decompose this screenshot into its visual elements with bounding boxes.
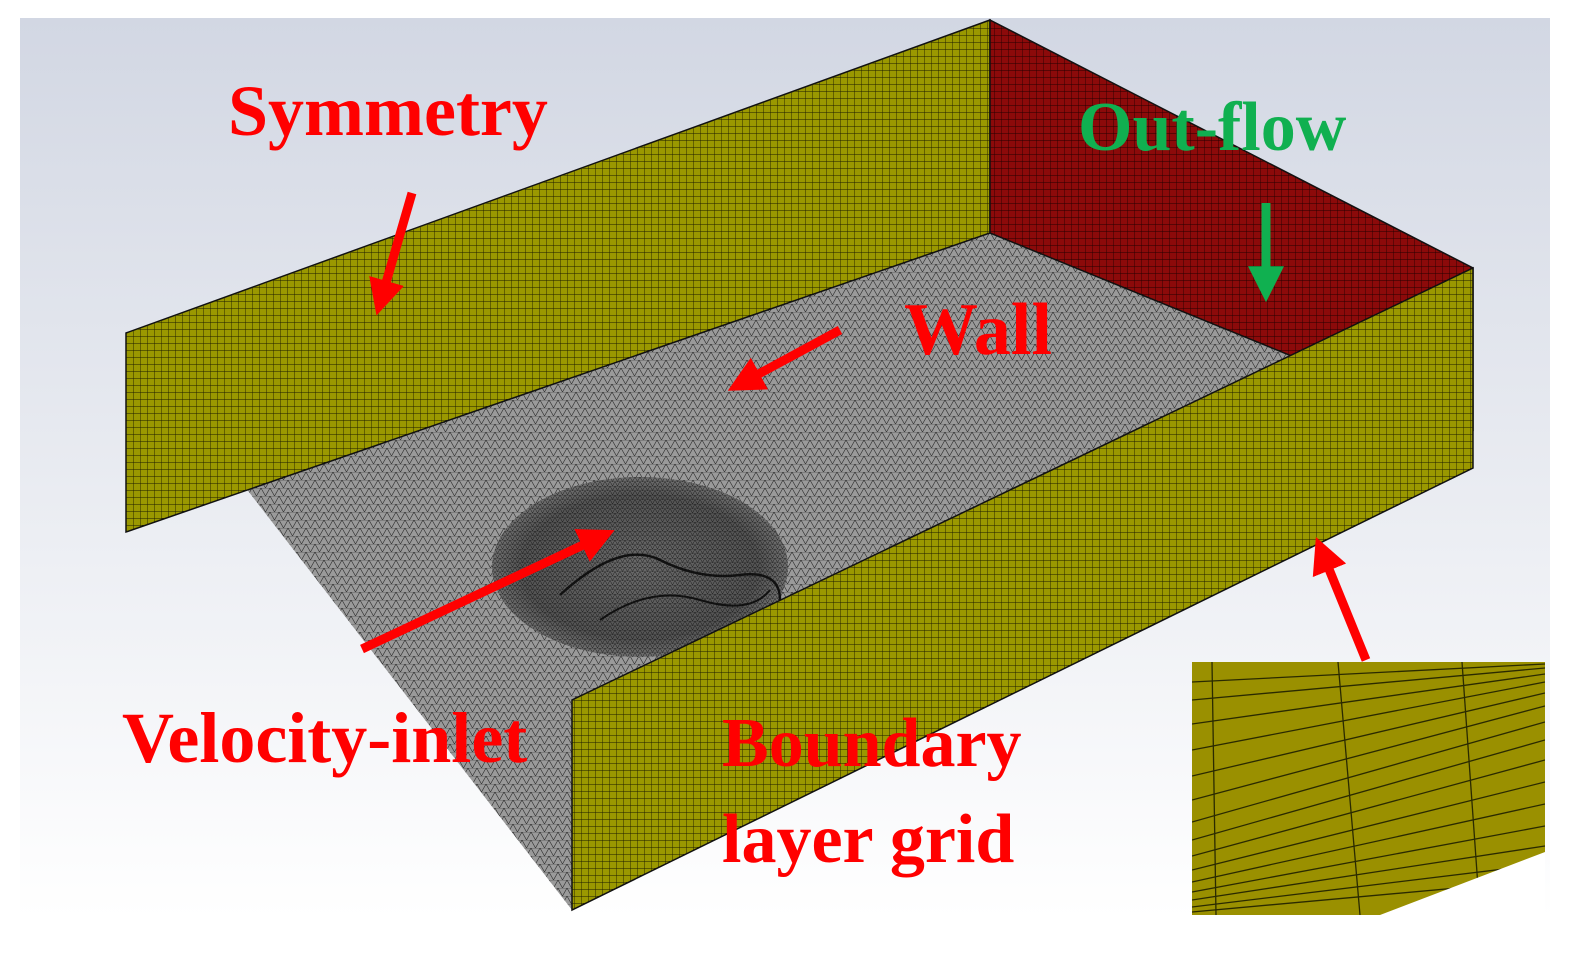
symmetry-label: Symmetry [228, 71, 548, 151]
outflow-label: Out-flow [1078, 89, 1347, 166]
wall-arrow-icon [727, 326, 843, 391]
wall-label: Wall [904, 289, 1052, 371]
symmetry-wall-front [571, 266, 1474, 912]
velocity-inlet-label: Velocity-inlet [122, 698, 527, 778]
boundary-layer-inset [1192, 662, 1545, 915]
boundary-layer-label-line1: Boundary [722, 705, 1022, 782]
velocity-inlet-arrow-icon [360, 529, 615, 654]
symmetry-arrow-icon [369, 191, 417, 316]
terrain-ridge-2 [599, 589, 771, 621]
boundary-layer-arrow-icon [1312, 536, 1371, 662]
boundary-layer-label-line2: layer grid [722, 801, 1014, 878]
terrain-bump-shade [492, 477, 788, 657]
